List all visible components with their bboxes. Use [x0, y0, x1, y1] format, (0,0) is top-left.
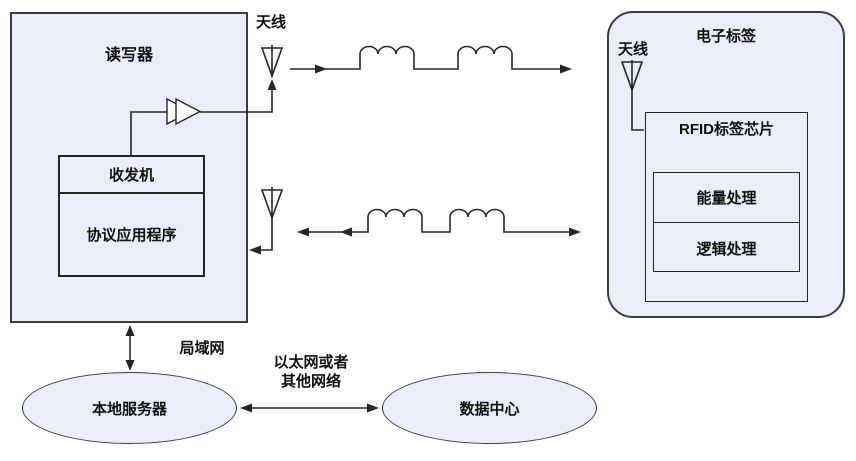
- energy-processing-label: 能量处理: [654, 173, 799, 223]
- transceiver-box: 收发机 协议应用程序: [58, 155, 205, 277]
- antenna2-to-reader-wire: [249, 218, 273, 255]
- tag-title: 电子标签: [695, 28, 756, 45]
- lan-link-arrow: [125, 325, 135, 371]
- reader-antenna-icon: [260, 45, 284, 79]
- forward-link-arrow: [290, 45, 572, 74]
- local-server-label: 本地服务器: [91, 400, 167, 418]
- reader-antenna-label: 天线: [255, 14, 286, 31]
- chip-cells: 能量处理 逻辑处理: [653, 172, 800, 272]
- return-link-arrow: [297, 208, 581, 237]
- tag-antenna-label: 天线: [617, 41, 648, 58]
- protocol-app-label: 协议应用程序: [86, 227, 177, 244]
- lan-label: 局域网: [179, 340, 225, 357]
- ethernet-label: 以太网或者 其他网络: [250, 353, 372, 391]
- ethernet-label-line1: 以太网或者: [273, 354, 349, 371]
- logic-processing-label: 逻辑处理: [696, 240, 757, 258]
- reader-title: 读写器: [104, 47, 153, 64]
- data-center-node: 数据中心: [382, 372, 597, 444]
- data-center-label: 数据中心: [459, 400, 520, 418]
- ethernet-label-line2: 其他网络: [280, 373, 341, 390]
- local-server-node: 本地服务器: [22, 372, 237, 444]
- reader-antenna2-icon: [260, 187, 284, 221]
- rfid-chip-title: RFID标签芯片: [679, 121, 774, 138]
- transceiver-label: 收发机: [60, 157, 203, 194]
- wan-link-arrow: [240, 403, 379, 413]
